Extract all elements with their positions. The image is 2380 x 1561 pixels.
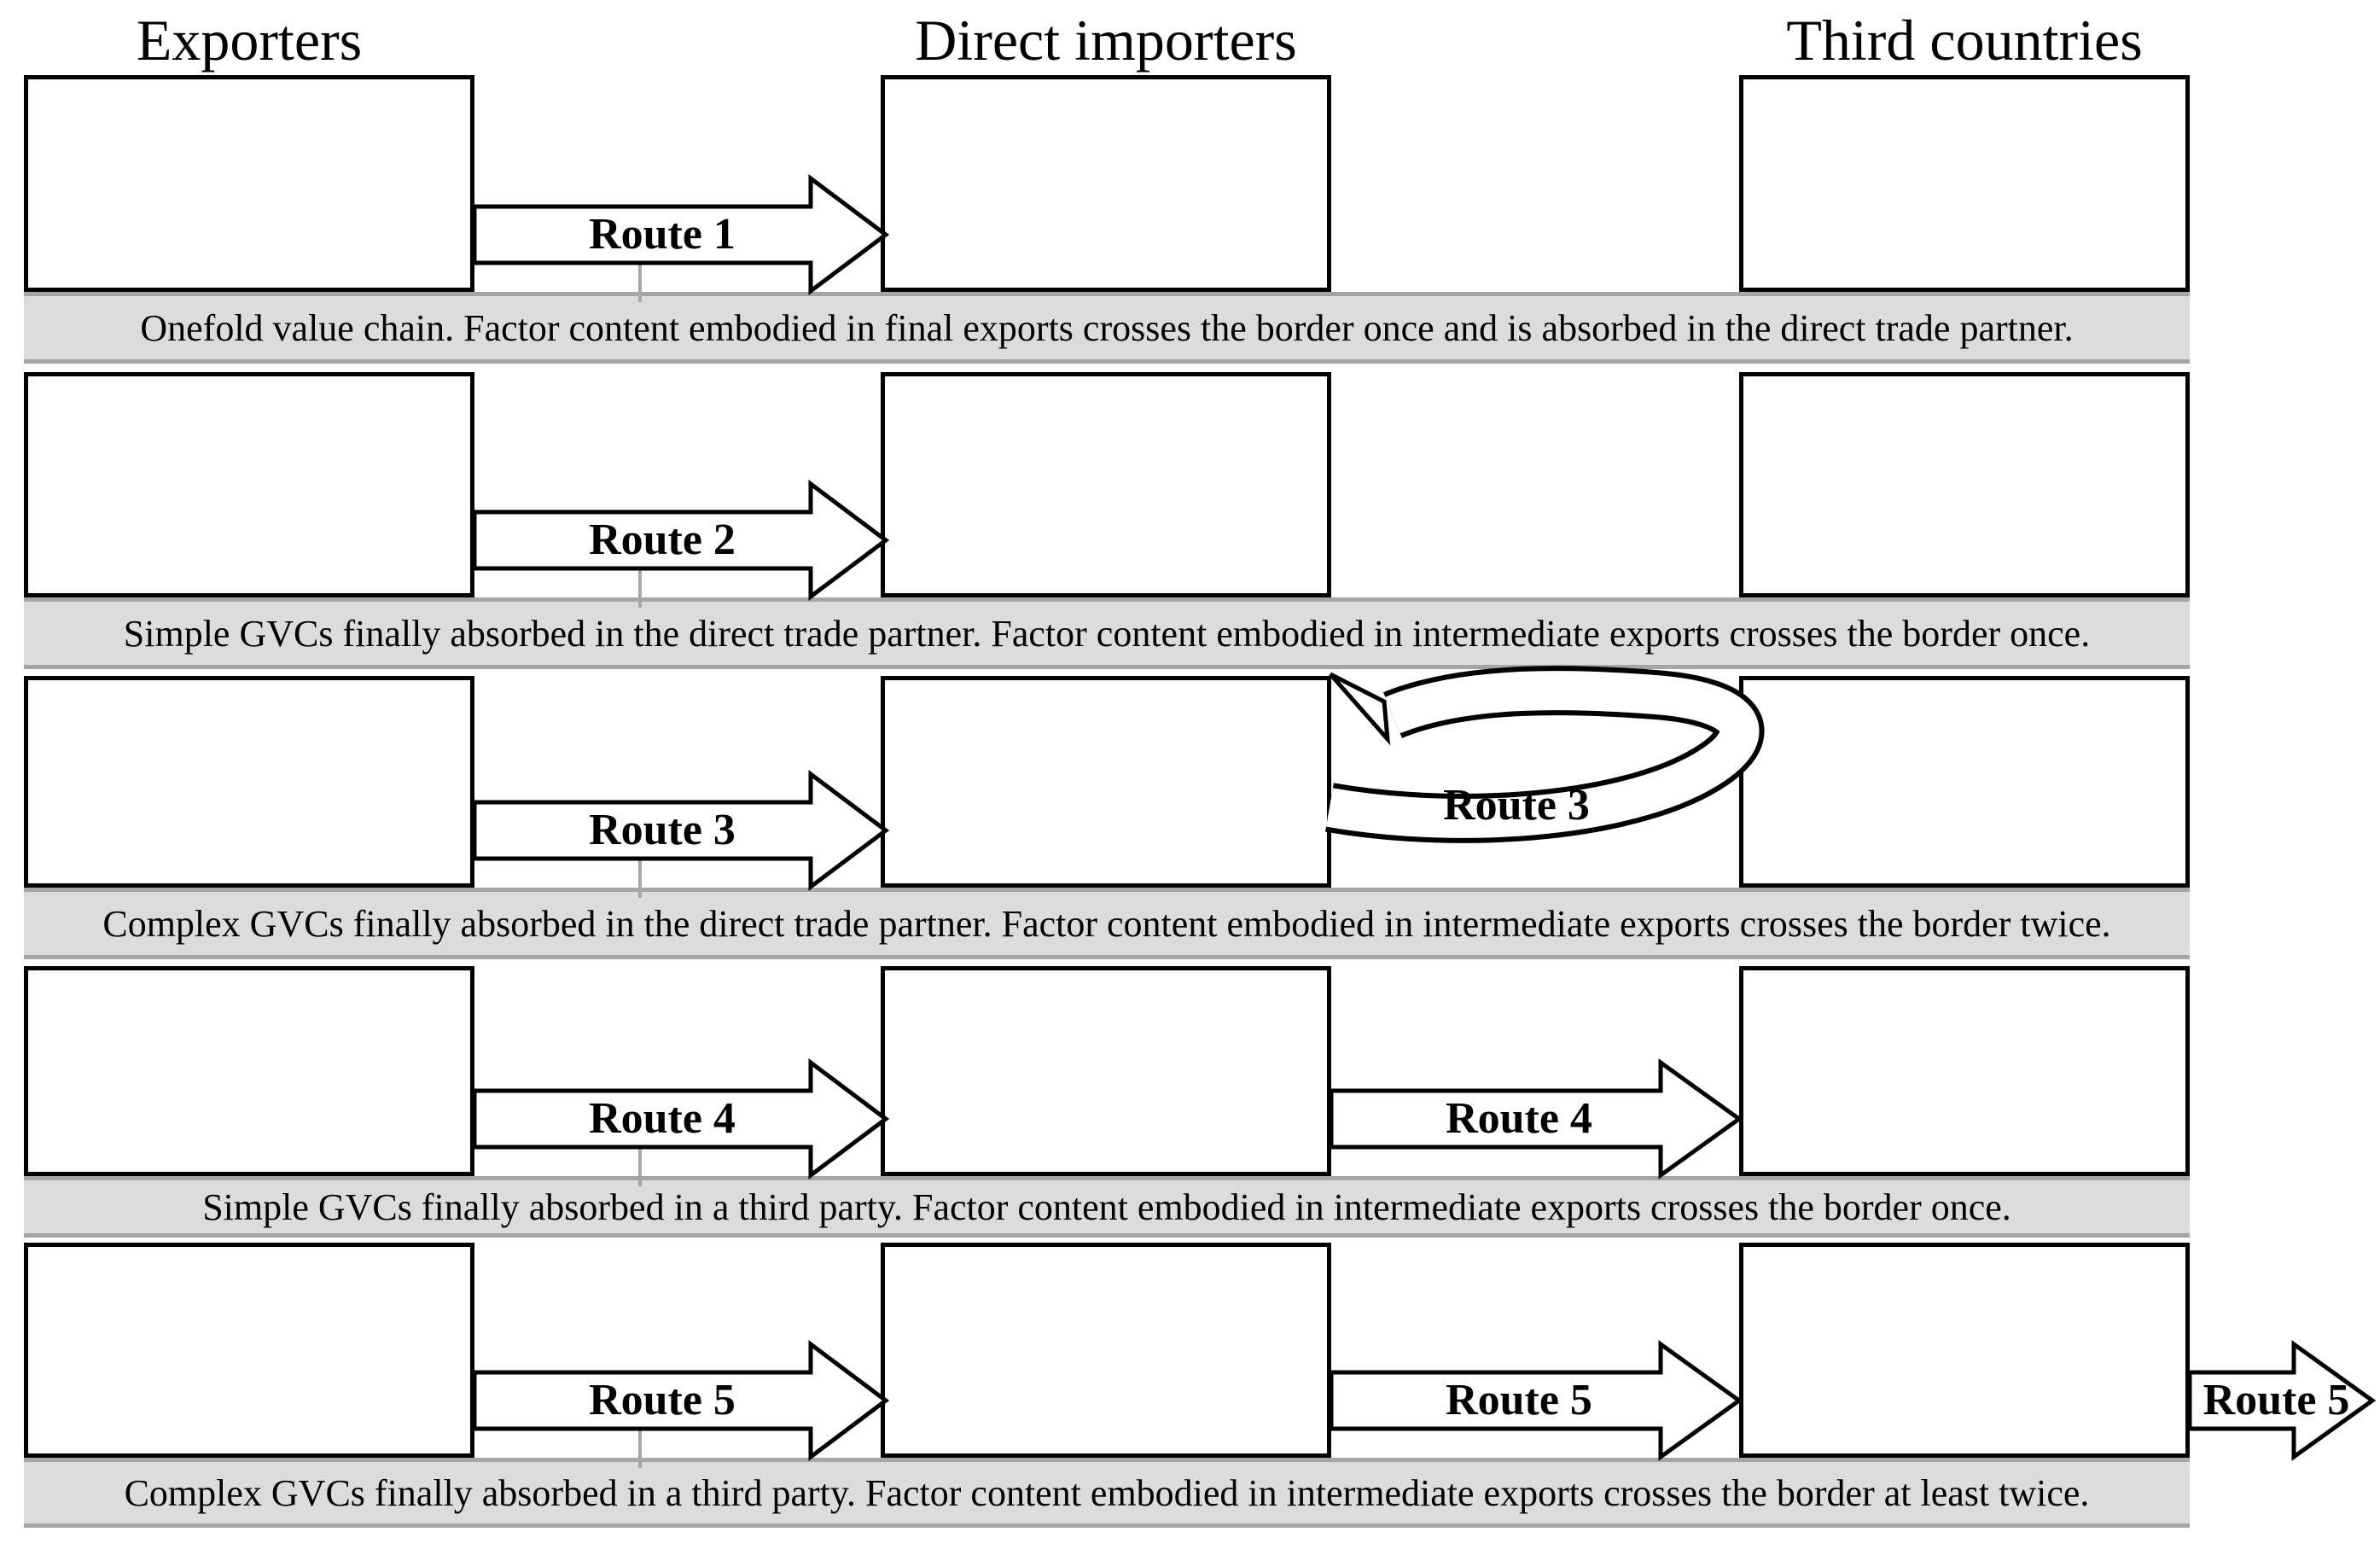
column-header-direct-importers: Direct importers [915,8,1297,73]
route-2-label: Route 2 [589,515,736,564]
route-5-anchor-tick [638,1429,642,1468]
exporter-box-row-1 [24,75,474,292]
third-country-box-row-1 [1739,75,2190,292]
route-4-label: Route 4 [589,1094,736,1143]
direct-importer-box-row-2 [881,372,1331,597]
column-header-exporters: Exporters [136,8,363,73]
route-3-anchor-tick [638,859,642,898]
route-4-right-arrow-icon [1329,1058,1743,1179]
route-1-anchor-tick [638,263,642,302]
route-1-label: Route 1 [589,210,736,259]
third-country-box-row-3 [1739,676,2190,888]
route-3-description-bar: Complex GVCs finally absorbed in the dir… [24,888,2190,959]
route-3-loop-arrow-icon [1325,666,1765,843]
direct-importer-box-row-5 [881,1243,1331,1458]
route-1-description: Onefold value chain. Factor content embo… [140,306,2074,349]
direct-importer-box-row-4 [881,966,1331,1176]
column-header-third-countries: Third countries [1786,8,2143,73]
route-5-exit-arrow-icon [2187,1340,2377,1461]
direct-importer-box-row-3 [881,676,1331,888]
route-3-label: Route 3 [589,806,736,854]
third-country-box-row-2 [1739,372,2190,597]
route-2-description: Simple GVCs finally absorbed in the dire… [123,612,2091,655]
route-5-label: Route 5 [589,1376,736,1424]
route-4-left-arrow-icon [472,1058,890,1179]
route-1-description-bar: Onefold value chain. Factor content embo… [24,292,2190,364]
route-2-description-bar: Simple GVCs finally absorbed in the dire… [24,597,2190,669]
route-4-anchor-tick [638,1147,642,1186]
route-3-left-arrow-icon [472,770,890,891]
route-4-right-label: Route 4 [1446,1094,1592,1143]
route-3-description: Complex GVCs finally absorbed in the dir… [102,902,2111,945]
third-country-box-row-5 [1739,1243,2190,1458]
route-3-loop-label: Route 3 [1443,781,1590,830]
route-1-left-arrow-icon [472,174,890,295]
route-5-left-arrow-icon [472,1340,890,1461]
route-2-anchor-tick [638,568,642,608]
exporter-box-row-4 [24,966,474,1176]
route-5-right-arrow-icon [1329,1340,1743,1461]
route-5-right-label: Route 5 [1446,1376,1592,1424]
route-4-description-bar: Simple GVCs finally absorbed in a third … [24,1176,2190,1238]
exporter-box-row-5 [24,1243,474,1458]
exporter-box-row-2 [24,372,474,597]
route-4-description: Simple GVCs finally absorbed in a third … [202,1185,2011,1228]
direct-importer-box-row-1 [881,75,1331,292]
route-5-description-bar: Complex GVCs finally absorbed in a third… [24,1458,2190,1528]
route-5-description: Complex GVCs finally absorbed in a third… [124,1471,2090,1514]
third-country-box-row-4 [1739,966,2190,1176]
exporter-box-row-3 [24,676,474,888]
route-2-left-arrow-icon [472,480,890,601]
route-5-exit-label: Route 5 [2203,1376,2350,1424]
